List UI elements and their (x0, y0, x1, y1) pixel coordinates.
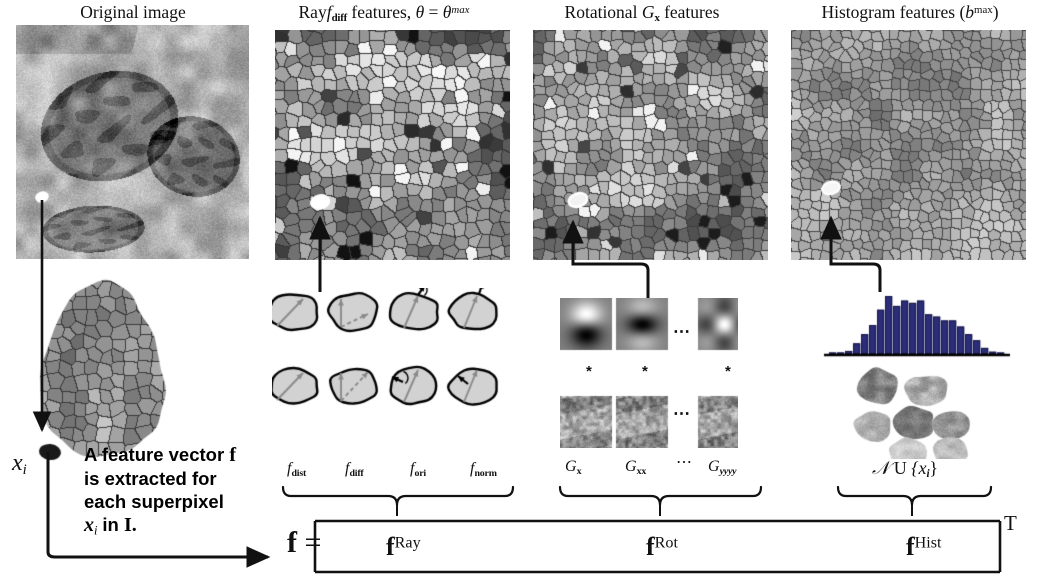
histogram-feature-superpixel-image (791, 30, 1026, 260)
rotational-kernel-grid (560, 298, 738, 448)
caption-line-3: each superpixel (84, 491, 224, 512)
label-sub: diff (349, 467, 364, 479)
caption-in-word: in (97, 514, 124, 535)
term-base: f (906, 532, 915, 561)
xi-label: xi (12, 450, 27, 479)
kernel-ellipsis-bottom: ⋯ (673, 404, 691, 424)
term-base: f (646, 532, 655, 561)
header-ray-theta2: θ (442, 2, 452, 22)
header-hist-bsup: max (974, 3, 993, 16)
ellipsis-glyph-1: ⋯ (673, 322, 691, 341)
header-original-image: Original image (18, 2, 248, 23)
label-base: G (625, 458, 637, 475)
header-hist-b: b (965, 2, 975, 22)
label-base: f (410, 460, 415, 477)
equation-term-ray: fRay (386, 532, 421, 562)
label-sub: dist (291, 467, 307, 479)
header-ray-f: f (326, 2, 332, 22)
label-union: U (893, 458, 907, 478)
label-base: G (565, 458, 577, 475)
caption-period: . (131, 514, 137, 536)
header-ray-features: Rayfdiff features, θ = θmax (262, 2, 506, 24)
equation-term-hist: fHist (906, 532, 942, 562)
label-sub: xx (636, 465, 647, 477)
label-base: f (287, 460, 292, 477)
feature-label-neighborhood-set: 𝒩 U {xi} (872, 458, 938, 480)
caption-line-1-text: A feature vector (84, 444, 230, 465)
conv-star-3: * (725, 363, 731, 380)
feature-label-f-norm: fnorm (470, 460, 497, 479)
equation-f: f (287, 526, 297, 559)
label-sub: x (576, 465, 582, 477)
ray-feature-diagram (272, 288, 514, 448)
caption-line-2: is extracted for (84, 468, 217, 489)
header-ray-equals: = (428, 2, 439, 22)
label-base: G (708, 458, 720, 475)
ray-feature-superpixel-image (275, 30, 510, 260)
transpose-symbol: T (1004, 511, 1017, 535)
convolution-symbol-3: * (725, 363, 731, 380)
label-base: f (345, 460, 350, 477)
intensity-histogram-chart (822, 288, 1012, 360)
header-ray-theta-sup: max (451, 3, 470, 16)
term-sup: Ray (394, 534, 421, 552)
xi-base: x (12, 450, 23, 476)
header-hist-pre: Histogram features ( (821, 2, 966, 22)
label-sub: yyyy (719, 465, 737, 477)
header-ray-mid: features, (351, 2, 412, 22)
caption-x-subscript: i (94, 523, 98, 538)
label-element: {x (911, 458, 927, 478)
convolution-symbol-1: * (586, 363, 592, 380)
header-rotational-features: Rotational Gx features (520, 2, 764, 24)
label-element-end: } (929, 458, 938, 478)
header-original-label: Original image (80, 2, 186, 22)
header-ray-pre: Ray (298, 2, 327, 22)
feature-label-G-xx: Gxx (625, 458, 646, 477)
caption-x-base: x (84, 514, 94, 536)
caption-line-1: A feature vector f (84, 443, 269, 467)
header-hist-post: ) (992, 2, 999, 22)
header-rot-g: G (641, 2, 655, 22)
kernel-ellipsis-top: ⋯ (673, 322, 691, 342)
feature-vector-equation-lhs: f = (287, 526, 321, 560)
xi-subscript: i (22, 462, 27, 479)
equation-transpose: T (1004, 511, 1017, 536)
ellipsis-glyph-2: ⋯ (673, 404, 691, 423)
label-sub: norm (474, 467, 497, 479)
header-rot-pre: Rotational (564, 2, 638, 22)
original-em-image (16, 25, 249, 259)
feature-label-f-dist: fdist (287, 460, 306, 479)
neighborhood-superpixels (845, 363, 977, 459)
feature-label-rot-ellipsis: ⋯ (676, 452, 692, 472)
conv-star-1: * (586, 363, 592, 380)
term-sup: Hist (914, 534, 942, 552)
label-sub: ori (414, 467, 426, 479)
zoomed-superpixel-region (8, 272, 198, 467)
caption-line-4: xi in I. (84, 513, 269, 542)
header-rot-post: features (664, 2, 720, 22)
feature-label-f-diff: fdiff (345, 460, 364, 479)
caption-block: A feature vector f is extracted for each… (84, 443, 269, 542)
label-script-N: 𝒩 (872, 458, 890, 478)
label-base: f (470, 460, 475, 477)
header-histogram-features: Histogram features (bmax) (778, 2, 1042, 23)
caption-f-symbol: f (229, 444, 236, 466)
label-base: ⋯ (676, 454, 692, 471)
feature-label-G-yyyy: Gyyyy (708, 458, 737, 477)
rotational-feature-superpixel-image (533, 30, 768, 260)
equation-term-rot: fRot (646, 532, 678, 562)
header-rot-gsub: x (654, 12, 660, 25)
feature-label-f-ori: fori (410, 460, 426, 479)
convolution-symbol-2: * (642, 363, 648, 380)
term-sup: Rot (654, 534, 678, 552)
header-ray-theta: θ (415, 2, 425, 22)
feature-label-G-x: Gx (565, 458, 582, 477)
conv-star-2: * (642, 363, 648, 380)
term-base: f (386, 532, 395, 561)
equation-equals: = (304, 526, 322, 559)
header-ray-fsub: diff (331, 12, 348, 25)
label-element-sub: i (926, 468, 930, 481)
caption-I-symbol: I (123, 514, 132, 536)
